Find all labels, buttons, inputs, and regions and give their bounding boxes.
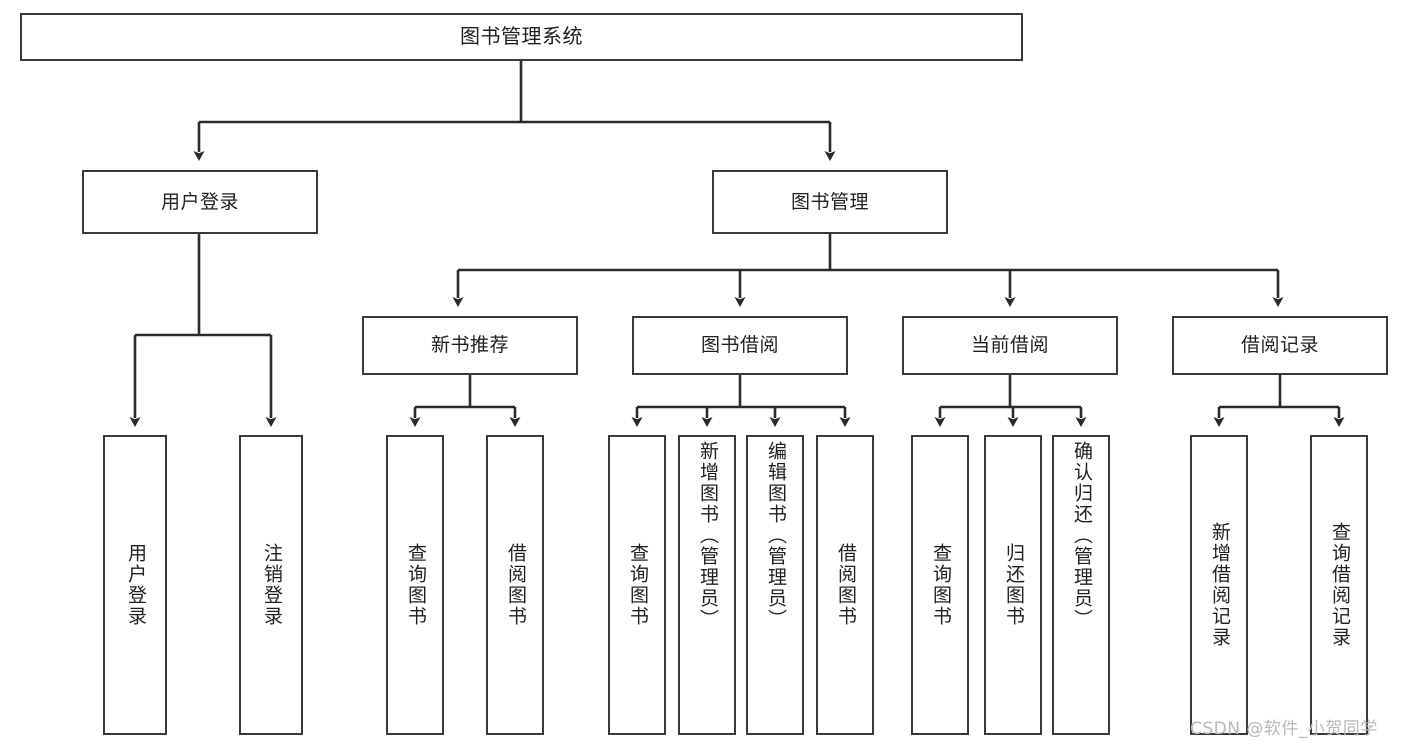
node-leaf-user-login-label: 用户登录: [124, 543, 147, 627]
node-leaf-query-book-1-label: 查询图书: [404, 543, 427, 627]
node-root-label: 图书管理系统: [460, 24, 583, 49]
node-leaf-user-logout[interactable]: 注销登录: [239, 435, 303, 735]
node-leaf-query-book-3[interactable]: 查询图书: [911, 435, 969, 735]
node-current-borrow-label: 当前借阅: [970, 334, 1049, 357]
node-leaf-confirm-return-label: 确认归还（管理员）: [1070, 441, 1093, 630]
node-leaf-edit-book[interactable]: 编辑图书（管理员）: [746, 435, 804, 735]
node-leaf-confirm-return[interactable]: 确认归还（管理员）: [1052, 435, 1110, 735]
node-leaf-user-login[interactable]: 用户登录: [103, 435, 167, 735]
node-book-borrow-label: 图书借阅: [700, 334, 779, 357]
node-leaf-return-book[interactable]: 归还图书: [984, 435, 1042, 735]
node-leaf-add-record-label: 新增借阅记录: [1208, 522, 1231, 648]
node-leaf-query-record[interactable]: 查询借阅记录: [1310, 435, 1368, 735]
node-leaf-borrow-book-1[interactable]: 借阅图书: [486, 435, 544, 735]
node-borrow-record[interactable]: 借阅记录: [1172, 316, 1388, 375]
node-leaf-add-record[interactable]: 新增借阅记录: [1190, 435, 1248, 735]
node-leaf-query-book-3-label: 查询图书: [929, 543, 952, 627]
node-current-borrow[interactable]: 当前借阅: [902, 316, 1118, 375]
node-book-borrow[interactable]: 图书借阅: [632, 316, 848, 375]
node-leaf-add-book-label: 新增图书（管理员）: [696, 441, 719, 630]
node-book-manage[interactable]: 图书管理: [712, 170, 948, 234]
node-leaf-query-book-2[interactable]: 查询图书: [608, 435, 666, 735]
node-leaf-add-book[interactable]: 新增图书（管理员）: [678, 435, 736, 735]
node-leaf-user-logout-label: 注销登录: [260, 543, 283, 627]
node-root[interactable]: 图书管理系统: [20, 13, 1023, 61]
node-leaf-borrow-book-1-label: 借阅图书: [504, 543, 527, 627]
node-leaf-query-book-2-label: 查询图书: [626, 543, 649, 627]
node-leaf-borrow-book-2-label: 借阅图书: [834, 543, 857, 627]
csdn-watermark: CSDN @软件_小贺同学: [1190, 719, 1378, 739]
node-borrow-record-label: 借阅记录: [1240, 334, 1319, 357]
node-leaf-query-record-label: 查询借阅记录: [1328, 522, 1351, 648]
node-new-book-recommend[interactable]: 新书推荐: [362, 316, 578, 375]
node-book-manage-label: 图书管理: [790, 190, 869, 213]
node-leaf-edit-book-label: 编辑图书（管理员）: [764, 441, 787, 630]
node-user-login[interactable]: 用户登录: [82, 170, 318, 234]
node-new-book-recommend-label: 新书推荐: [430, 334, 509, 357]
node-leaf-query-book-1[interactable]: 查询图书: [386, 435, 444, 735]
node-leaf-borrow-book-2[interactable]: 借阅图书: [816, 435, 874, 735]
node-user-login-label: 用户登录: [160, 190, 239, 213]
node-leaf-return-book-label: 归还图书: [1002, 543, 1025, 627]
